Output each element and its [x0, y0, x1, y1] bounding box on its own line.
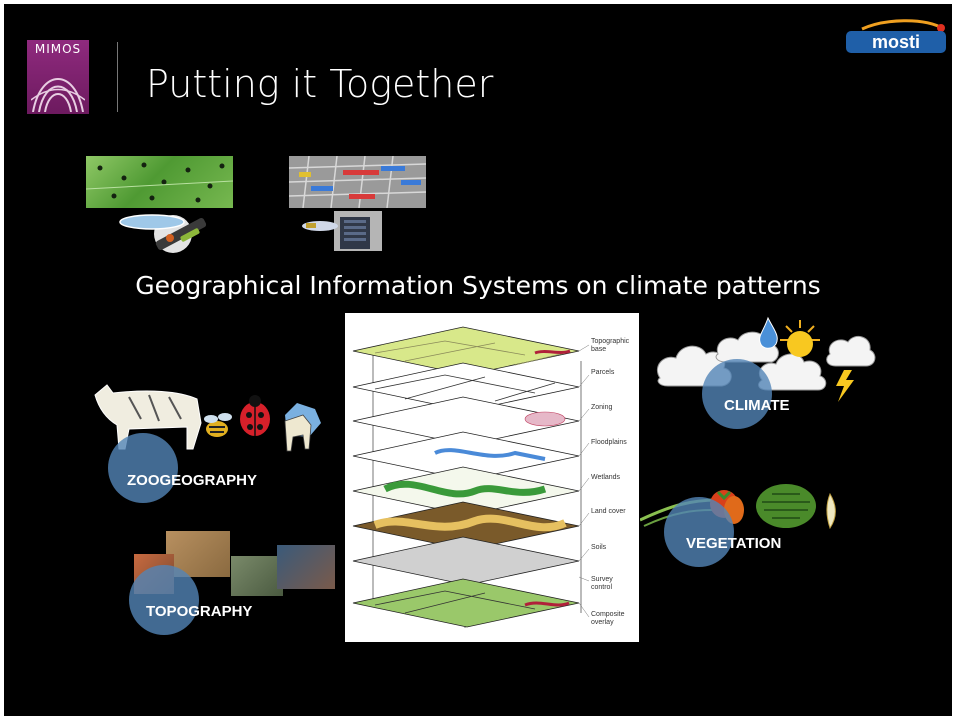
layer-label-parcels: Parcels: [591, 369, 615, 376]
zoogeography-label: ZOOGEOGRAPHY: [127, 472, 258, 489]
layer-label-soils: Soils: [591, 544, 607, 551]
layer-label-composite-overlay: Composite overlay: [591, 611, 625, 626]
vegetation-label: VEGETATION: [686, 535, 782, 552]
gis-layers-diagram: Topographic base Parcels Zoning Floodpla…: [345, 313, 639, 642]
climate-circle: [702, 359, 772, 429]
animals-illustration: [94, 384, 321, 452]
field-dots-icon: [85, 162, 234, 203]
city-map-thumbnail: [288, 155, 427, 209]
zoogeography-circle: [108, 433, 178, 503]
mimos-logo: MIMOS: [27, 40, 89, 114]
layer-stack-graphic: [352, 326, 590, 628]
mosti-logo: mosti: [846, 19, 946, 53]
topography-label: TOPOGRAPHY: [146, 603, 253, 620]
topography-circle: [129, 565, 199, 635]
layer-label-survey-control: Survey control: [591, 576, 613, 591]
weather-icons: [656, 316, 876, 402]
layer-label-zoning: Zoning: [591, 404, 613, 411]
layer-label-wetlands: Wetlands: [591, 474, 621, 481]
topo-map-tile-3: [231, 556, 283, 596]
mosti-logo-text: mosti: [872, 32, 920, 52]
slide-subtitle: Geographical Information Systems on clim…: [135, 271, 821, 300]
mimos-arcs-icon: [31, 78, 85, 112]
layer-label-land-cover: Land cover: [591, 508, 626, 515]
layer-label-topographic-base: Topographic base: [591, 338, 630, 353]
topo-map-tile-4: [277, 545, 335, 589]
city-blocks-icon: [288, 155, 427, 209]
mimos-logo-text: MIMOS: [34, 42, 82, 56]
slide: MIMOS Putting it Together mosti: [4, 4, 952, 716]
sensor-device-icon: [119, 214, 207, 253]
data-server-icon: [302, 211, 382, 251]
field-map-thumbnail: [85, 156, 234, 208]
climate-label: CLIMATE: [724, 397, 790, 414]
slide-title: Putting it Together: [146, 62, 494, 106]
layer-label-floodplains: Floodplains: [591, 439, 627, 446]
logo-divider: [117, 42, 118, 112]
vegetation-circle: [664, 497, 734, 567]
